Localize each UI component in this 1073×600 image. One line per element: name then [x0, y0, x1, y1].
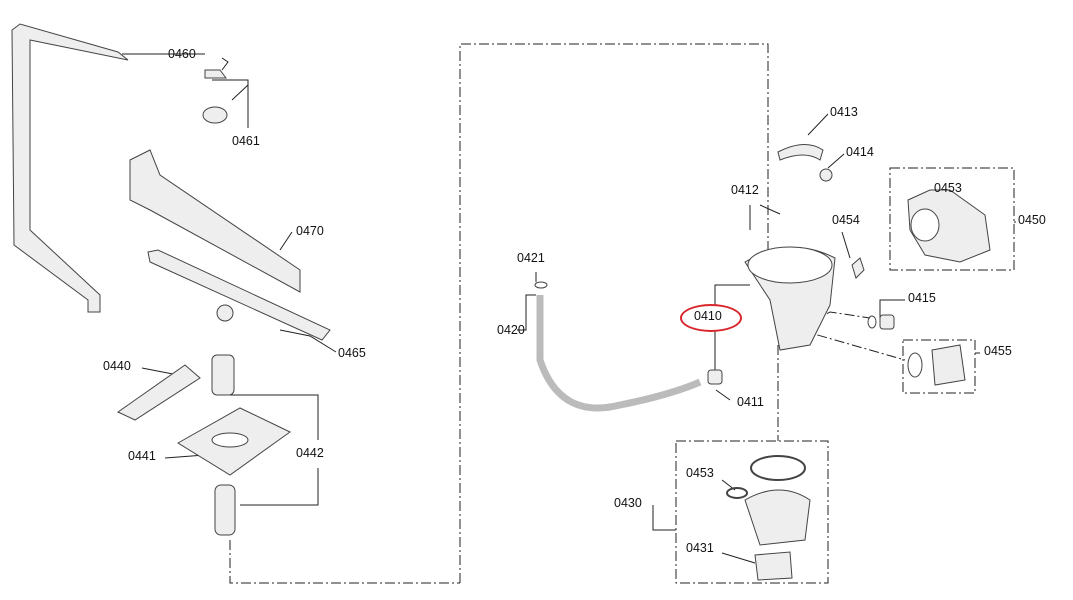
label-0450[interactable]: 0450 — [1018, 213, 1046, 227]
label-0413[interactable]: 0413 — [830, 105, 858, 119]
label-0442[interactable]: 0442 — [296, 446, 324, 460]
label-0460[interactable]: 0460 — [168, 47, 196, 61]
label-0470[interactable]: 0470 — [296, 224, 324, 238]
label-0453-heater[interactable]: 0453 — [686, 466, 714, 480]
label-0454[interactable]: 0454 — [832, 213, 860, 227]
label-0412[interactable]: 0412 — [731, 183, 759, 197]
label-0414[interactable]: 0414 — [846, 145, 874, 159]
fine-filter — [214, 484, 236, 536]
label-0461[interactable]: 0461 — [232, 134, 260, 148]
label-0431[interactable]: 0431 — [686, 541, 714, 555]
label-0411[interactable]: 0411 — [737, 395, 764, 409]
label-0410[interactable]: 0410 — [694, 309, 722, 323]
label-0421[interactable]: 0421 — [517, 251, 545, 265]
drain-hose — [536, 295, 702, 412]
label-0453-pump[interactable]: 0453 — [934, 181, 962, 195]
assembly-frame — [229, 43, 1015, 584]
spray-arm-supply-pipe — [11, 23, 129, 313]
label-0440[interactable]: 0440 — [103, 359, 131, 373]
highlight-ring-0410 — [680, 304, 742, 332]
label-0465[interactable]: 0465 — [338, 346, 366, 360]
coarse-filter — [211, 354, 235, 396]
parts — [11, 23, 991, 581]
label-0455[interactable]: 0455 — [984, 344, 1012, 358]
label-0415[interactable]: 0415 — [908, 291, 936, 305]
label-0441[interactable]: 0441 — [128, 449, 156, 463]
spray-arm-upper — [129, 149, 301, 293]
spray-arm-lower — [147, 249, 331, 341]
label-0430[interactable]: 0430 — [614, 496, 642, 510]
micro-filter-plate — [117, 364, 201, 421]
label-0420[interactable]: 0420 — [497, 323, 525, 337]
